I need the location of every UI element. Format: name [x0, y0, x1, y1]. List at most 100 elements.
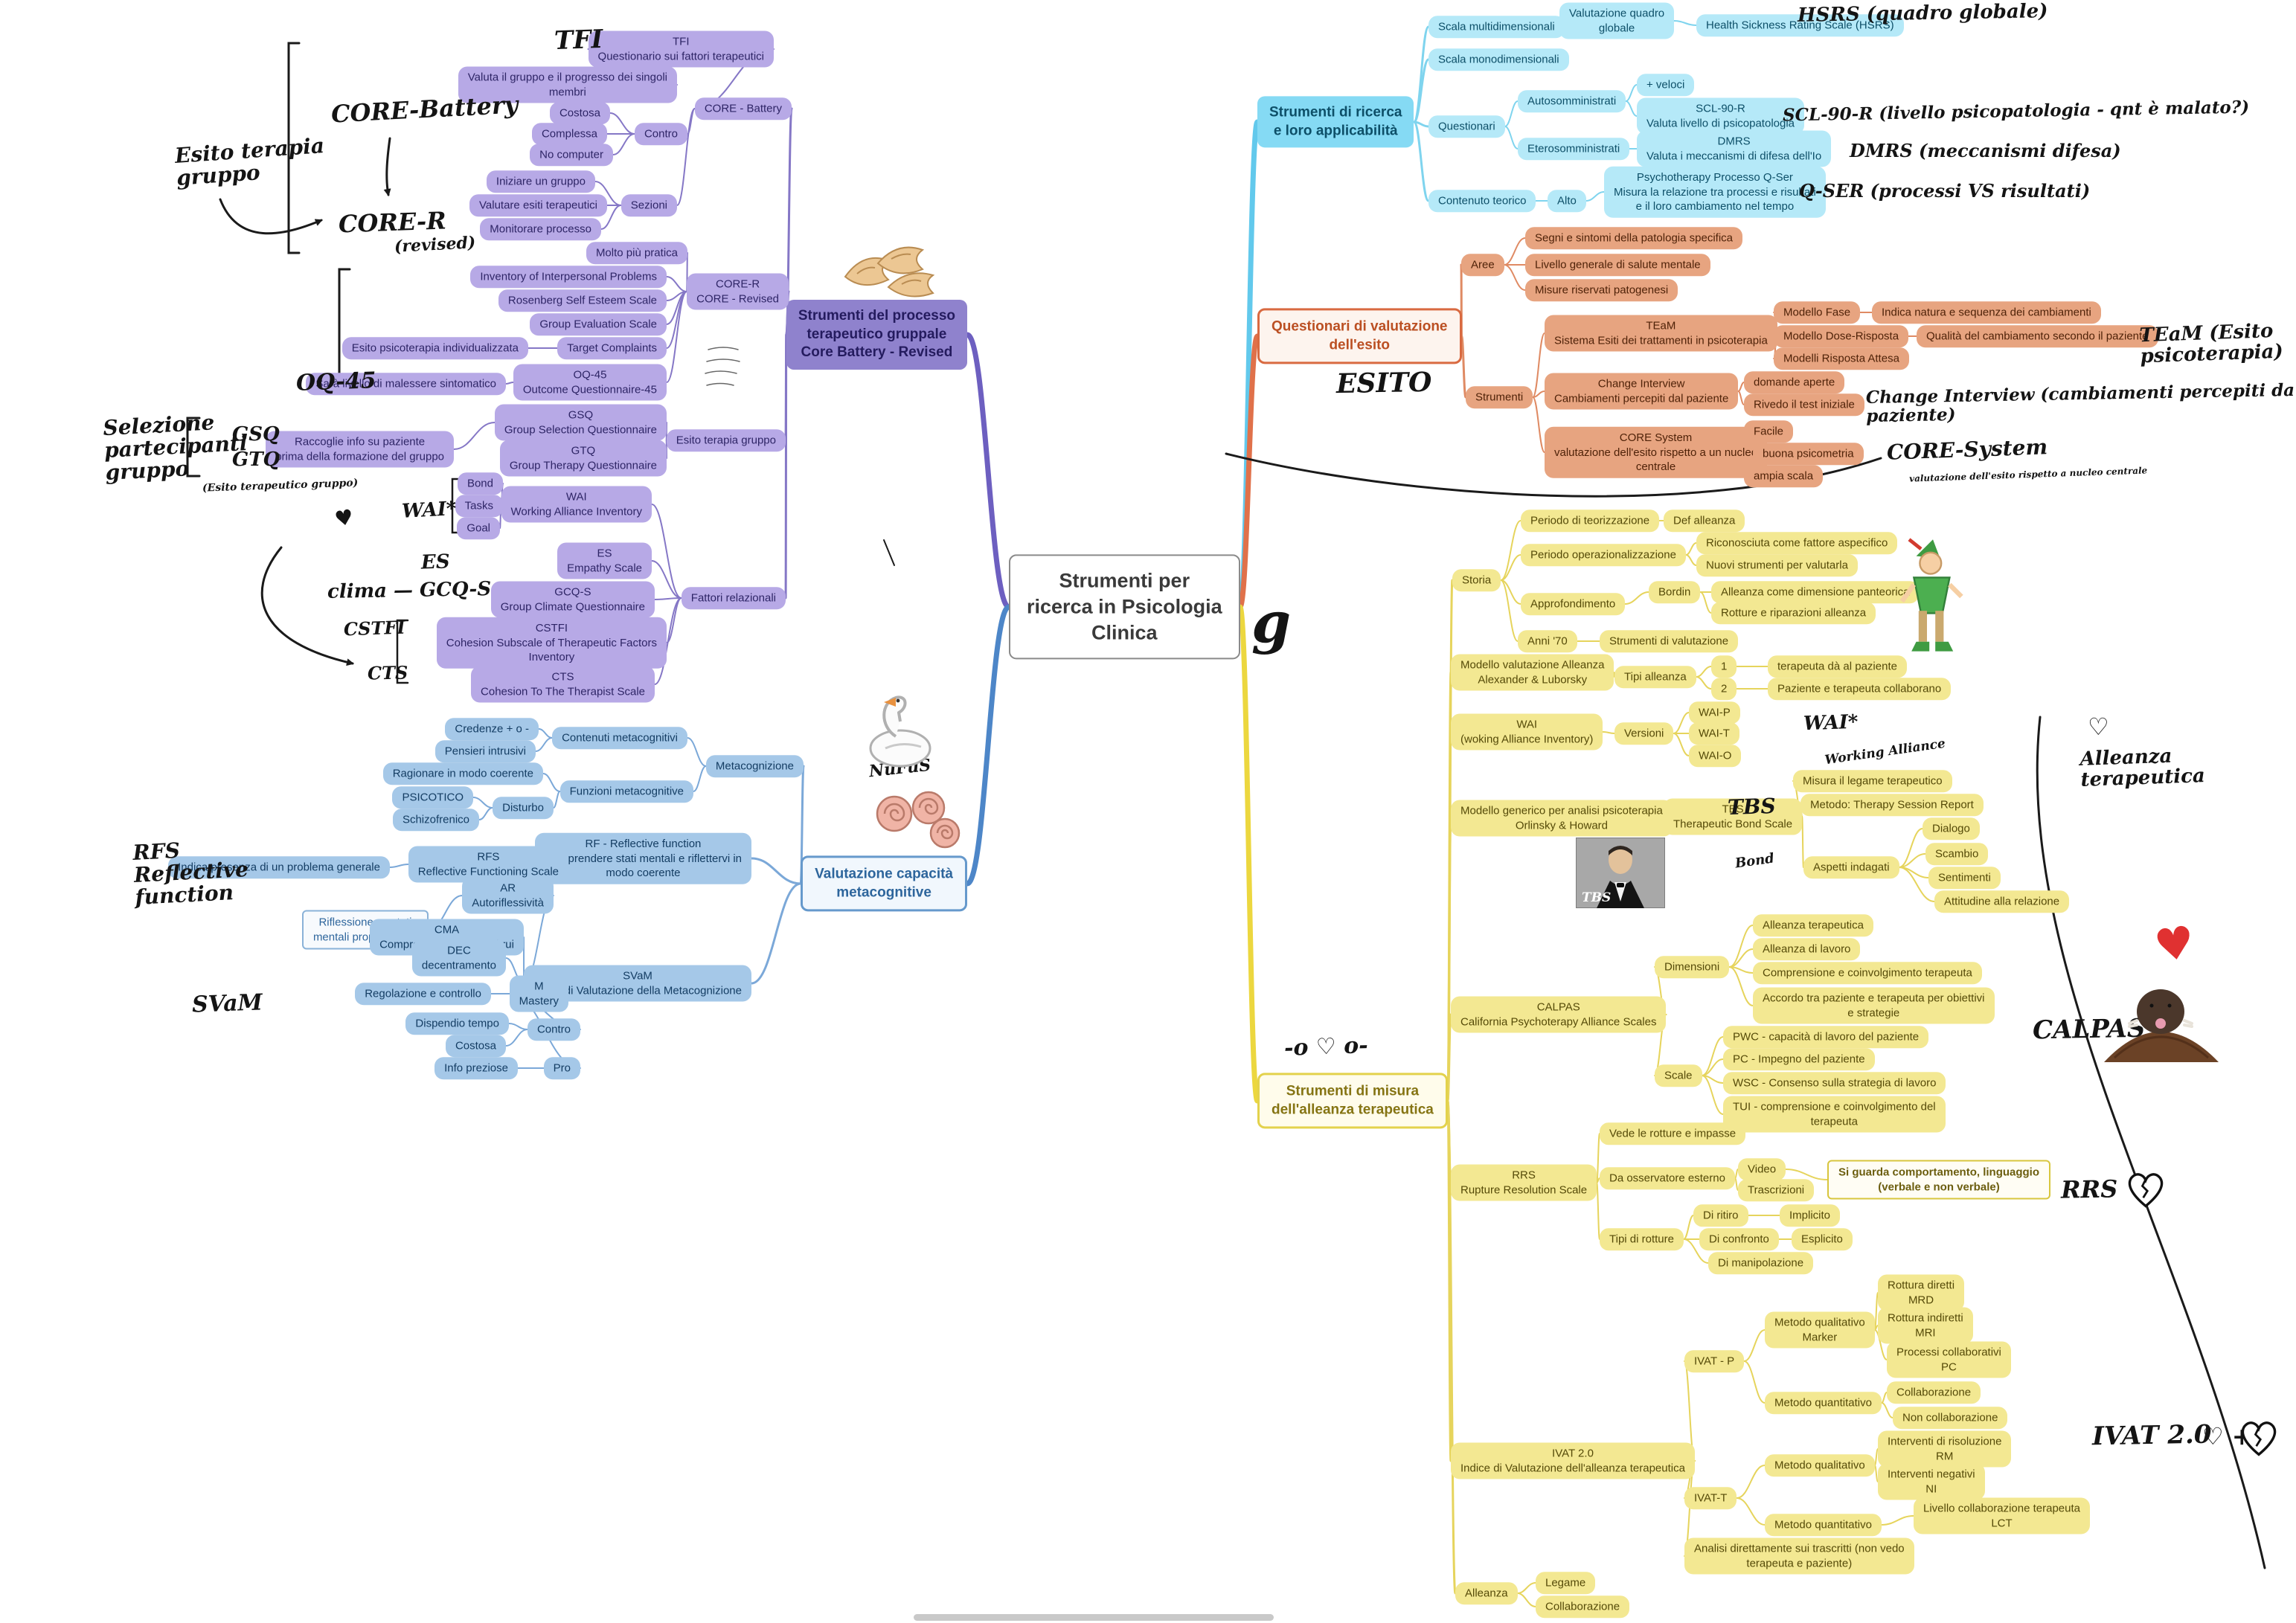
- node-y_wait[interactable]: WAI-T: [1689, 722, 1739, 745]
- node-y_coll[interactable]: Collaborazione: [1887, 1381, 1981, 1404]
- node-y_pazcoll[interactable]: Paziente e terapeuta collaborano: [1768, 678, 1952, 700]
- node-p_es[interactable]: ES Empathy Scale: [557, 542, 652, 579]
- node-p_corebattery[interactable]: CORE - Battery: [694, 97, 792, 120]
- node-o_team[interactable]: TEaM Sistema Esiti dei trattamenti in ps…: [1545, 315, 1777, 352]
- node-y_storia[interactable]: Storia: [1452, 569, 1501, 591]
- node-o_change[interactable]: Change Interview Cambiamenti percepiti d…: [1545, 373, 1739, 410]
- node-y_confronto[interactable]: Di confronto: [1699, 1228, 1779, 1250]
- node-y_lct[interactable]: Livello collaborazione terapeuta LCT: [1914, 1497, 2090, 1534]
- node-y_strumval[interactable]: Strumenti di valutazione: [1600, 630, 1739, 652]
- node-y_main[interactable]: Strumenti di misura dell'alleanza terape…: [1257, 1073, 1448, 1129]
- node-p_gsq[interactable]: GSQ Group Selection Questionnaire: [494, 404, 667, 441]
- node-y_generico[interactable]: Modello generico per analisi psicoterapi…: [1451, 800, 1673, 837]
- node-p_rosenberg[interactable]: Rosenberg Self Esteem Scale: [498, 289, 667, 312]
- node-c_dmrs[interactable]: DMRS Valuta i meccanismi di difesa dell'…: [1637, 130, 1832, 167]
- node-y_mquant1[interactable]: Metodo quantitativo: [1765, 1392, 1882, 1414]
- node-o_main[interactable]: Questionari di valutazione dell'esito: [1257, 308, 1462, 364]
- node-o_indica[interactable]: Indica natura e sequenza dei cambiamenti: [1872, 301, 2101, 324]
- node-y_compr[interactable]: Comprensione e coinvolgimento terapeuta: [1753, 962, 1982, 984]
- node-p_wai[interactable]: WAI Working Alliance Inventory: [501, 486, 652, 523]
- node-y_video[interactable]: Video: [1738, 1158, 1786, 1180]
- node-o_fase[interactable]: Modello Fase: [1774, 301, 1861, 324]
- node-p_target[interactable]: Target Complaints: [557, 337, 667, 359]
- node-y_ni[interactable]: Interventi negativi NI: [1878, 1463, 1985, 1500]
- node-y_tera[interactable]: terapeuta dà al paziente: [1768, 655, 1907, 678]
- node-o_segni[interactable]: Segni e sintomi della patologia specific…: [1525, 227, 1742, 249]
- node-y_at[interactable]: Alleanza terapeutica: [1753, 914, 1873, 936]
- node-p_contro1[interactable]: Contro: [634, 123, 687, 145]
- node-y_pcoll[interactable]: Processi collaborativi PC: [1887, 1341, 2011, 1378]
- node-y_osserv[interactable]: Da osservatore esterno: [1600, 1167, 1735, 1189]
- node-y_anni[interactable]: Anni '70: [1518, 630, 1577, 652]
- node-y_trascr[interactable]: Trascrizioni: [1738, 1179, 1815, 1201]
- node-y_1[interactable]: 1: [1711, 655, 1737, 678]
- node-y_tbs[interactable]: TBS Therapeutic Bond Scale: [1664, 798, 1803, 835]
- node-y_collab[interactable]: Collaborazione: [1536, 1595, 1630, 1618]
- node-o_domande[interactable]: domande aperte: [1744, 371, 1845, 393]
- node-y_misura[interactable]: Misura il legame terapeutico: [1793, 770, 1952, 792]
- node-y_accordo[interactable]: Accordo tra paziente e terapeuta per obi…: [1753, 987, 1995, 1024]
- node-p_monitorare[interactable]: Monitorare processo: [480, 218, 601, 240]
- node-y_2[interactable]: 2: [1711, 678, 1737, 700]
- node-y_analisi[interactable]: Analisi direttamente sui trascritti (non…: [1684, 1537, 1914, 1575]
- node-y_mqual1[interactable]: Metodo qualitativo Marker: [1765, 1311, 1875, 1349]
- node-o_aree[interactable]: Aree: [1461, 254, 1504, 276]
- node-y_wsc[interactable]: WSC - Consenso sulla strategia di lavoro: [1723, 1072, 1946, 1094]
- node-y_bordin[interactable]: Bordin: [1649, 581, 1701, 603]
- node-c_contenuto[interactable]: Contenuto teorico: [1428, 190, 1536, 212]
- node-y_legame[interactable]: Legame: [1536, 1572, 1596, 1594]
- node-b_m[interactable]: M Mastery: [509, 975, 568, 1012]
- node-c_mono[interactable]: Scala monodimensionali: [1428, 48, 1569, 71]
- node-p_main[interactable]: Strumenti del processo terapeutico grupp…: [786, 299, 967, 370]
- node-b_dec[interactable]: DEC decentramento: [411, 939, 506, 977]
- node-b_info[interactable]: Info preziose: [434, 1057, 518, 1079]
- node-b_ar[interactable]: AR Autoriflessività: [462, 877, 554, 914]
- node-p_esito_ind[interactable]: Esito psicoterapia individualizzata: [341, 337, 528, 359]
- node-p_pratica[interactable]: Molto più pratica: [586, 242, 687, 264]
- node-o_attesa[interactable]: Modelli Risposta Attesa: [1774, 347, 1909, 370]
- node-p_gtq[interactable]: GTQ Group Therapy Questionnaire: [499, 440, 667, 477]
- node-c_auto[interactable]: Autosomministrati: [1518, 90, 1626, 112]
- node-b_meta[interactable]: Metacognizione: [705, 755, 804, 777]
- node-c_veloci[interactable]: + veloci: [1637, 74, 1695, 96]
- node-p_bond[interactable]: Bond: [457, 472, 503, 495]
- node-p_nocomputer[interactable]: No computer: [530, 144, 613, 166]
- node-p_sara[interactable]: Sarà livello di malessere sintomatico: [306, 373, 506, 395]
- node-y_implicito[interactable]: Implicito: [1780, 1204, 1841, 1227]
- node-c_hsrs[interactable]: Health Sickness Rating Scale (HSRS): [1696, 14, 1904, 36]
- node-y_nuovi[interactable]: Nuovi strumenti per valutarla: [1696, 554, 1858, 576]
- node-p_fattori[interactable]: Fattori relazionali: [681, 587, 786, 609]
- node-b_pensieri[interactable]: Pensieri intrusivi: [434, 740, 536, 762]
- node-y_pc[interactable]: PC - Impegno del paziente: [1723, 1048, 1875, 1070]
- node-y_tui[interactable]: TUI - comprensione e coinvolgimento del …: [1723, 1096, 1946, 1133]
- node-y_oper[interactable]: Periodo operazionalizzazione: [1521, 544, 1686, 566]
- node-b_schizo[interactable]: Schizofrenico: [392, 809, 479, 831]
- node-y_dim[interactable]: Dimensioni: [1655, 956, 1730, 978]
- node-y_rm[interactable]: Interventi di risoluzione RM: [1878, 1430, 2012, 1468]
- node-b_contro[interactable]: Contro: [527, 1018, 580, 1041]
- node-b_psicotico[interactable]: PSICOTICO: [392, 786, 473, 809]
- node-p_raccoglie[interactable]: Raccoglie info su paziente prima della f…: [266, 431, 454, 468]
- node-y_calpas[interactable]: CALPAS California Psychoterapy Alliance …: [1451, 996, 1667, 1033]
- node-c_scl[interactable]: SCL-90-R Valuta livello di psicopatologi…: [1637, 97, 1805, 135]
- node-y_aspetti[interactable]: Aspetti indagati: [1803, 856, 1899, 878]
- node-y_waip[interactable]: WAI-P: [1689, 701, 1740, 724]
- node-p_tasks[interactable]: Tasks: [455, 495, 503, 517]
- node-p_oq45[interactable]: OQ-45 Outcome Questionnaire-45: [513, 364, 667, 401]
- node-p_goal[interactable]: Goal: [457, 517, 500, 539]
- node-y_mrd[interactable]: Rottura diretti MRD: [1878, 1274, 1965, 1311]
- node-p_esitogruppo[interactable]: Esito terapia gruppo: [666, 429, 786, 451]
- node-p_iniziare[interactable]: Iniziare un gruppo: [486, 170, 595, 193]
- node-y_modello[interactable]: Modello valutazione Alleanza Alexander &…: [1451, 654, 1614, 691]
- node-y_scale[interactable]: Scale: [1655, 1064, 1702, 1087]
- node-o_psico[interactable]: buona psicometria: [1753, 443, 1864, 465]
- node-y_ivatp[interactable]: IVAT - P: [1684, 1350, 1745, 1372]
- node-y_appr[interactable]: Approfondimento: [1521, 593, 1626, 615]
- node-c_multi[interactable]: Scala multidimensionali: [1428, 16, 1565, 38]
- node-p_sezioni[interactable]: Sezioni: [621, 194, 677, 216]
- node-y_mquant2[interactable]: Metodo quantitativo: [1765, 1514, 1882, 1536]
- node-o_livello[interactable]: Livello generale di salute mentale: [1525, 254, 1710, 276]
- node-p_complessa[interactable]: Complessa: [531, 123, 607, 145]
- node-y_siguarda[interactable]: Si guarda comportamento, linguaggio (ver…: [1827, 1160, 2051, 1200]
